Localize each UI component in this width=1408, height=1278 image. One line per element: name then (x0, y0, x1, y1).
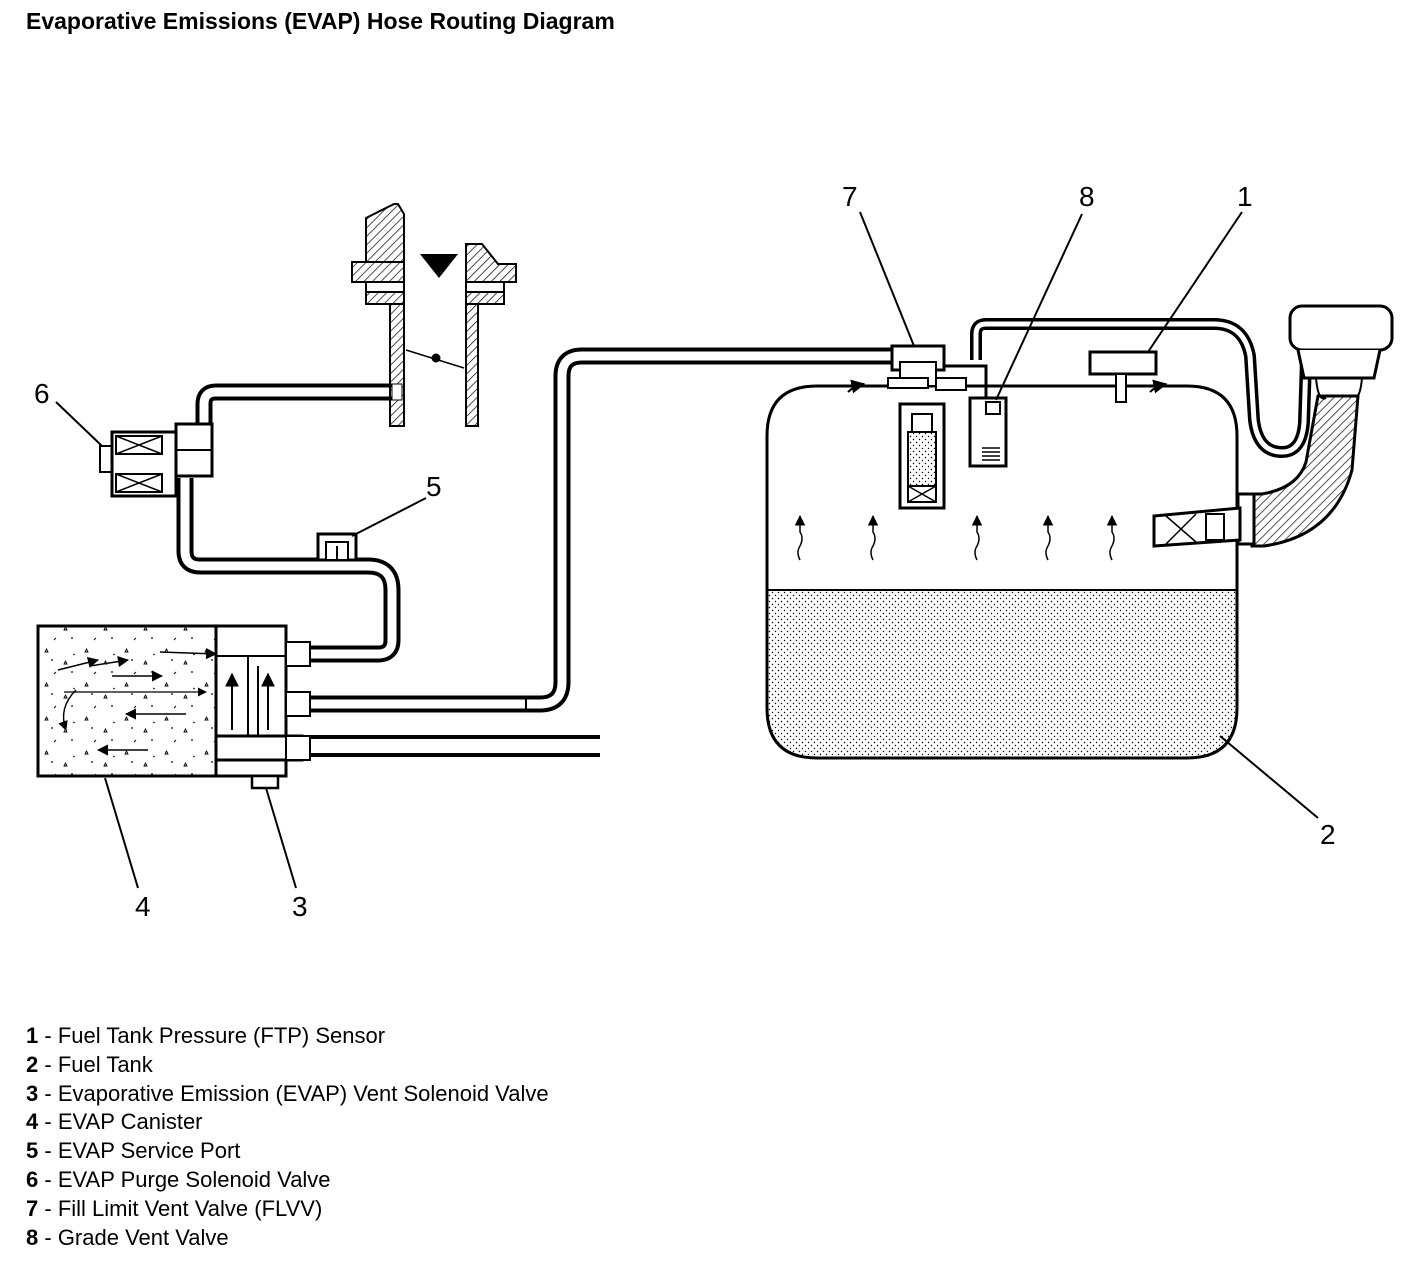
air-flow-arrow-icon (420, 254, 458, 278)
leader-lines (55, 211, 1319, 889)
evap-canister (36, 624, 311, 778)
legend-label: Evaporative Emission (EVAP) Vent Solenoi… (57, 1080, 549, 1106)
legend-label: EVAP Service Port (57, 1138, 241, 1164)
hose-canister-to-purge-valve (176, 478, 401, 663)
fuel-filler-cap (1288, 304, 1394, 400)
evap-service-port (316, 532, 358, 562)
legend-item: 6 - EVAP Purge Solenoid Valve (26, 1166, 331, 1192)
callout-6: 6 (34, 378, 50, 409)
fuel-tank (765, 384, 1239, 760)
legend-label: Fill Limit Vent Valve (FLVV) (57, 1195, 323, 1221)
legend-item: 2 - Fuel Tank (26, 1051, 153, 1077)
legend-item: 8 - Grade Vent Valve (26, 1224, 229, 1250)
legend-item: 7 - Fill Limit Vent Valve (FLVV) (26, 1195, 323, 1221)
evap-vent-solenoid-valve (250, 774, 280, 790)
legend-label: Fuel Tank Pressure (FTP) Sensor (57, 1023, 386, 1048)
grade-vent-valve (935, 364, 1008, 468)
legend-item: 5 - EVAP Service Port (26, 1138, 241, 1164)
callout-8: 8 (1079, 181, 1095, 212)
component-legend: 1 - Fuel Tank Pressure (FTP) Sensor 2 - … (26, 1022, 549, 1252)
legend-item: 1 - Fuel Tank Pressure (FTP) Sensor (26, 1023, 386, 1048)
legend-item: 3 - Evaporative Emission (EVAP) Vent Sol… (26, 1080, 549, 1106)
legend-label: Fuel Tank (57, 1051, 153, 1077)
vapor-arrows (794, 379, 1168, 561)
hose-purge-valve-to-throttle-body (195, 383, 392, 450)
hose-filler-to-tank-top (970, 318, 1312, 459)
throttle-body (351, 203, 517, 427)
callout-4: 4 (135, 891, 151, 922)
ftp-sensor (1088, 350, 1158, 403)
legend-label: Grade Vent Valve (57, 1224, 229, 1250)
purge-solenoid-valve (99, 422, 214, 498)
callout-5: 5 (426, 471, 442, 502)
fuel-filler-neck (1152, 394, 1360, 548)
legend-label: EVAP Canister (57, 1109, 203, 1135)
fill-limit-vent-valve (887, 344, 946, 510)
callout-3: 3 (292, 891, 308, 922)
callout-2: 2 (1320, 819, 1336, 850)
legend-item: 4 - EVAP Canister (26, 1109, 203, 1135)
legend-label: EVAP Purge Solenoid Valve (57, 1166, 331, 1192)
hose-canister-to-fuel-tank (310, 347, 892, 713)
evap-hose-routing-diagram: 1 2 3 4 5 6 7 8 (34, 181, 1394, 922)
callout-7: 7 (842, 181, 858, 212)
page-title: Evaporative Emissions (EVAP) Hose Routin… (26, 8, 615, 34)
callout-1: 1 (1237, 181, 1253, 212)
